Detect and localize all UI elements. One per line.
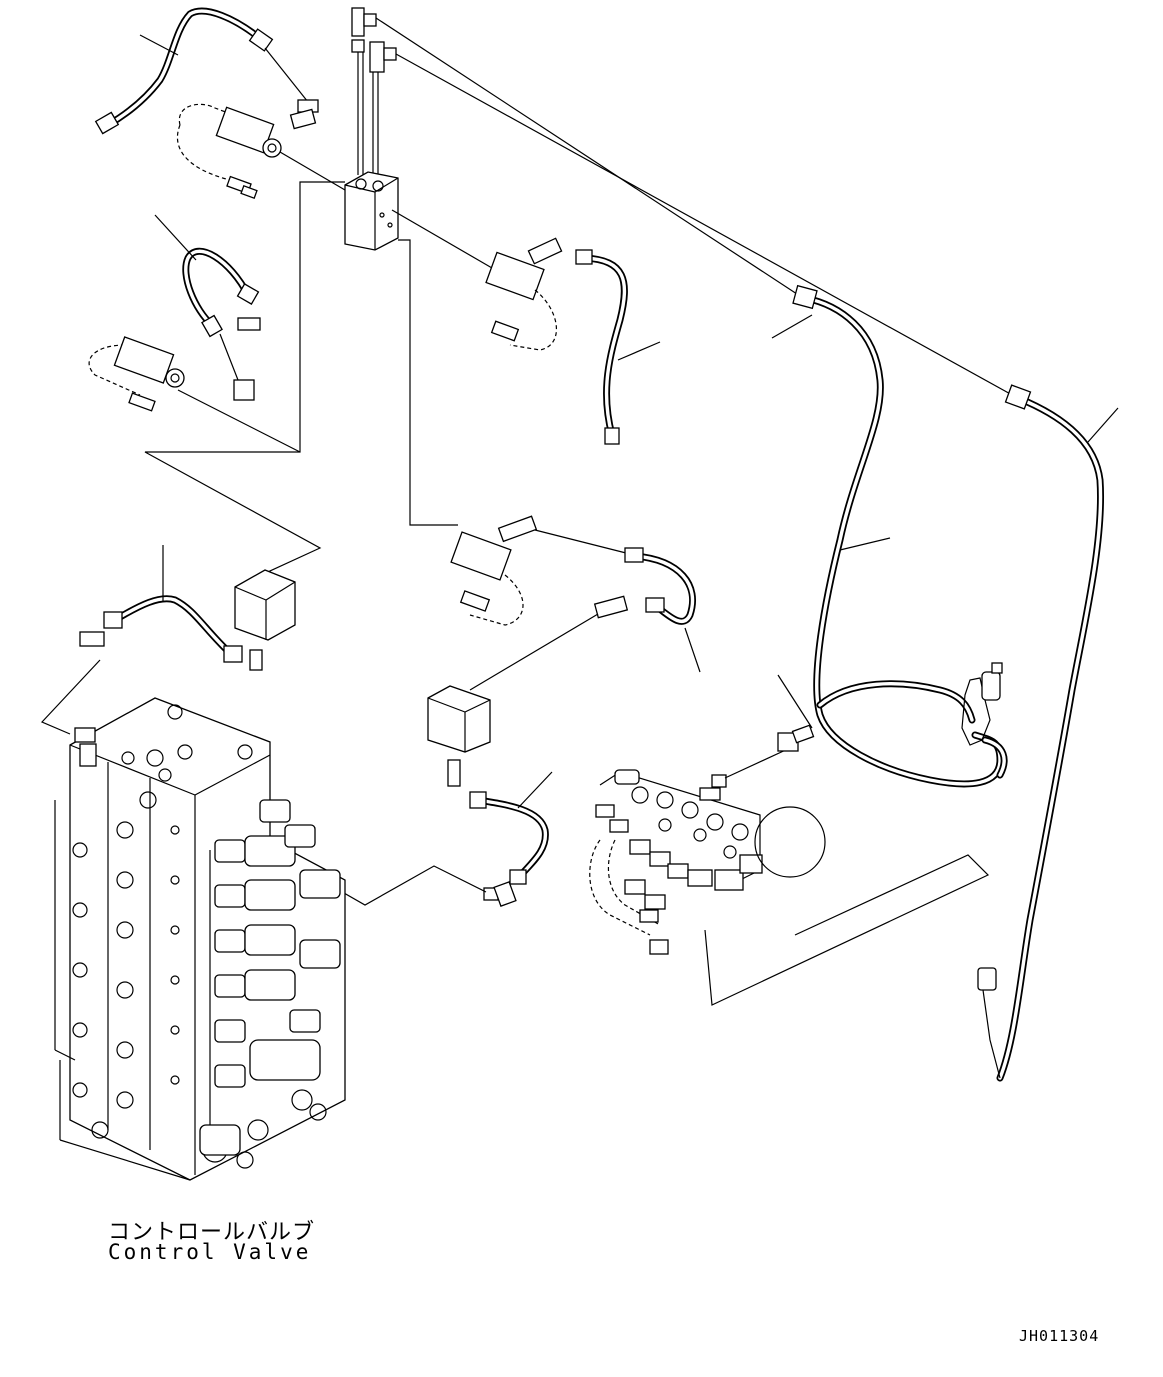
leader-line (517, 771, 553, 809)
pipe-long-3 (391, 209, 493, 269)
fitting-bottom-center (483, 881, 517, 907)
leader-line (777, 674, 813, 729)
leader-line (771, 314, 813, 339)
fitting-right-mid (777, 724, 815, 752)
hose-long-1 (792, 284, 1004, 788)
connector-line (40, 659, 101, 735)
hose-long-2 (977, 384, 1105, 1082)
drawing-number: JH011304 (1019, 1327, 1100, 1345)
hose-center (469, 547, 697, 691)
control-valve-label-en: Control Valve (108, 1240, 312, 1264)
pipe-long-1 (375, 17, 801, 297)
leader-line (139, 34, 179, 56)
fitting-top-left (264, 47, 319, 130)
solenoid-valve-2 (485, 237, 563, 351)
solenoid-valve-1 (176, 103, 346, 199)
hose-top-left (94, 7, 274, 135)
hose-lower-left (103, 595, 243, 663)
ppc-valve-assembly (589, 747, 826, 955)
leader-line (684, 627, 701, 673)
solenoid-valve-3 (88, 317, 301, 453)
connector-line (398, 239, 458, 526)
leader-line (839, 537, 891, 551)
connector-line (704, 854, 990, 1006)
solenoid-valve-4 (450, 515, 631, 626)
control-valve-label-jp: コントロールバルブ (108, 1220, 316, 1245)
block-mid-left (234, 569, 296, 671)
pipe-long-2 (395, 53, 1015, 397)
control-valve (54, 697, 346, 1181)
connector-line (144, 181, 345, 588)
hose-u-left (182, 247, 260, 338)
fitting (79, 631, 105, 647)
leader-line (1087, 407, 1119, 443)
hose-mid-right (575, 249, 628, 445)
manifold-block-top (344, 7, 399, 251)
bracket (816, 662, 1008, 779)
connector-line (329, 865, 487, 906)
block-center (427, 685, 491, 787)
hose-lower-center (469, 791, 549, 885)
leader-line (617, 341, 661, 361)
leader-line (154, 214, 197, 261)
